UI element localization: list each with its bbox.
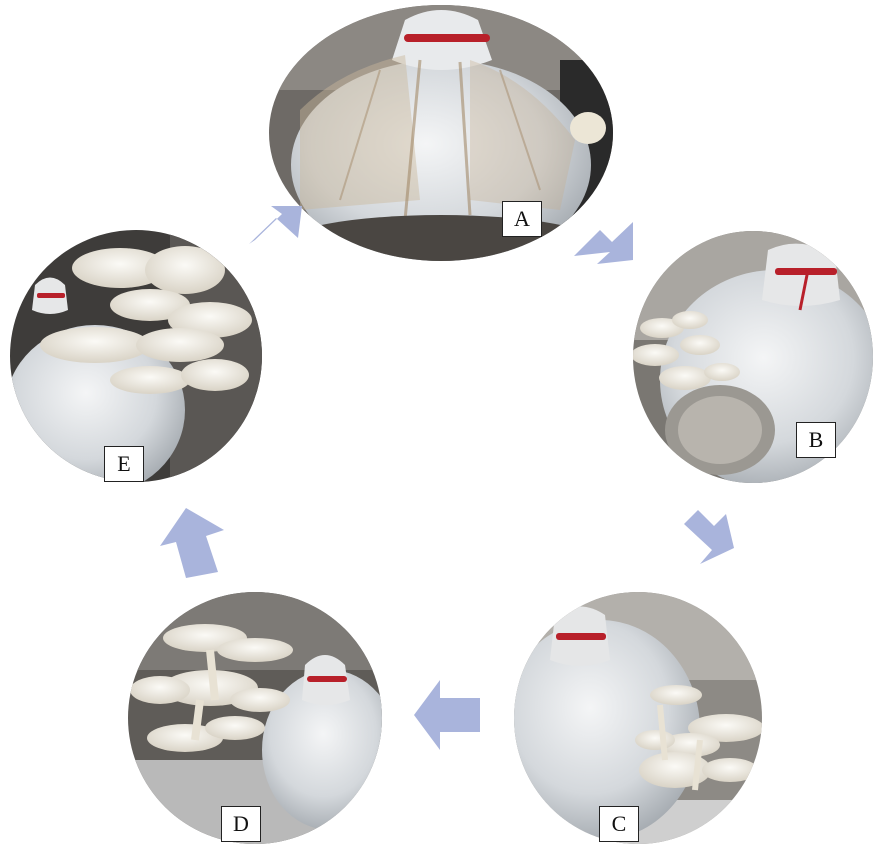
arrow-d-to-e <box>160 508 224 578</box>
stage-photo-a <box>260 0 630 275</box>
arrow-b-to-c <box>684 498 734 564</box>
stage-label-c: C <box>599 806 639 842</box>
stage-label-b: B <box>796 422 836 458</box>
stage-label-a: A <box>502 201 542 237</box>
stage-photo-d <box>125 590 398 844</box>
arrow-c-to-d <box>414 680 480 750</box>
arrow-e-to-a <box>249 206 302 244</box>
arrow-a-to-b <box>574 222 633 264</box>
stage-label-d: D <box>221 806 261 842</box>
stage-label-e: E <box>104 446 144 482</box>
stage-photo-b <box>630 230 874 490</box>
